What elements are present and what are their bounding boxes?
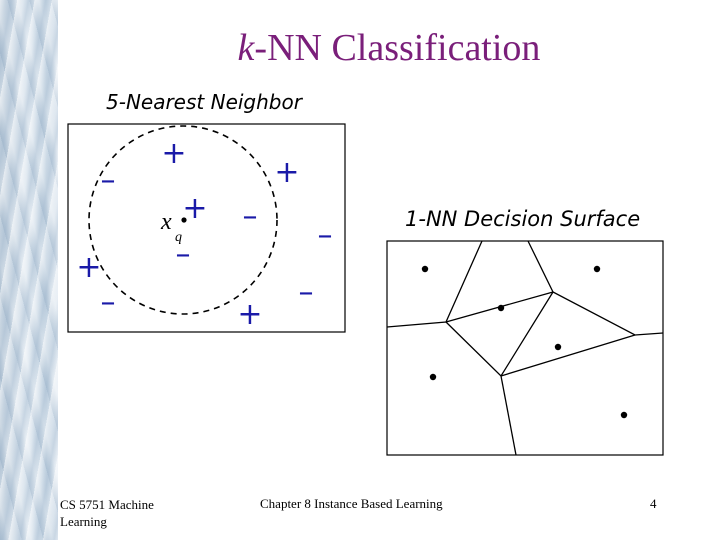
voronoi-site <box>554 343 562 351</box>
one-nn-frame <box>386 240 664 456</box>
minus-point: – <box>176 237 191 272</box>
voronoi-site <box>497 304 505 312</box>
minus-point: – <box>243 199 258 234</box>
one-nn-label: 1-NN Decision Surface <box>405 207 641 231</box>
voronoi-site <box>429 373 437 381</box>
plus-point: + <box>161 136 186 171</box>
footer-page-number: 4 <box>650 496 657 511</box>
minus-point: – <box>101 285 116 320</box>
slide-title: k-NN Classification <box>237 27 541 69</box>
plus-point: + <box>182 191 207 226</box>
plus-point: + <box>76 250 101 285</box>
footer-course: CS 5751 Machine Learning <box>60 497 154 529</box>
marble-sidebar <box>0 0 58 540</box>
minus-point: – <box>318 218 333 253</box>
query-label: x <box>160 209 172 235</box>
query-subscript: q <box>175 230 182 245</box>
plus-point: + <box>274 155 299 190</box>
neighborhood-circle <box>88 125 278 315</box>
voronoi-site <box>593 265 601 273</box>
voronoi-site <box>620 411 628 419</box>
query-point <box>181 217 187 223</box>
voronoi-site <box>421 265 429 273</box>
plus-point: + <box>237 297 262 332</box>
five-nn-frame <box>67 123 346 333</box>
footer-chapter: Chapter 8 Instance Based Learning <box>260 496 443 511</box>
five-nn-label: 5-Nearest Neighbor <box>106 90 302 114</box>
minus-point: – <box>101 163 116 198</box>
minus-point: – <box>299 275 314 310</box>
voronoi-sites <box>421 265 628 419</box>
voronoi-edges <box>386 240 664 456</box>
